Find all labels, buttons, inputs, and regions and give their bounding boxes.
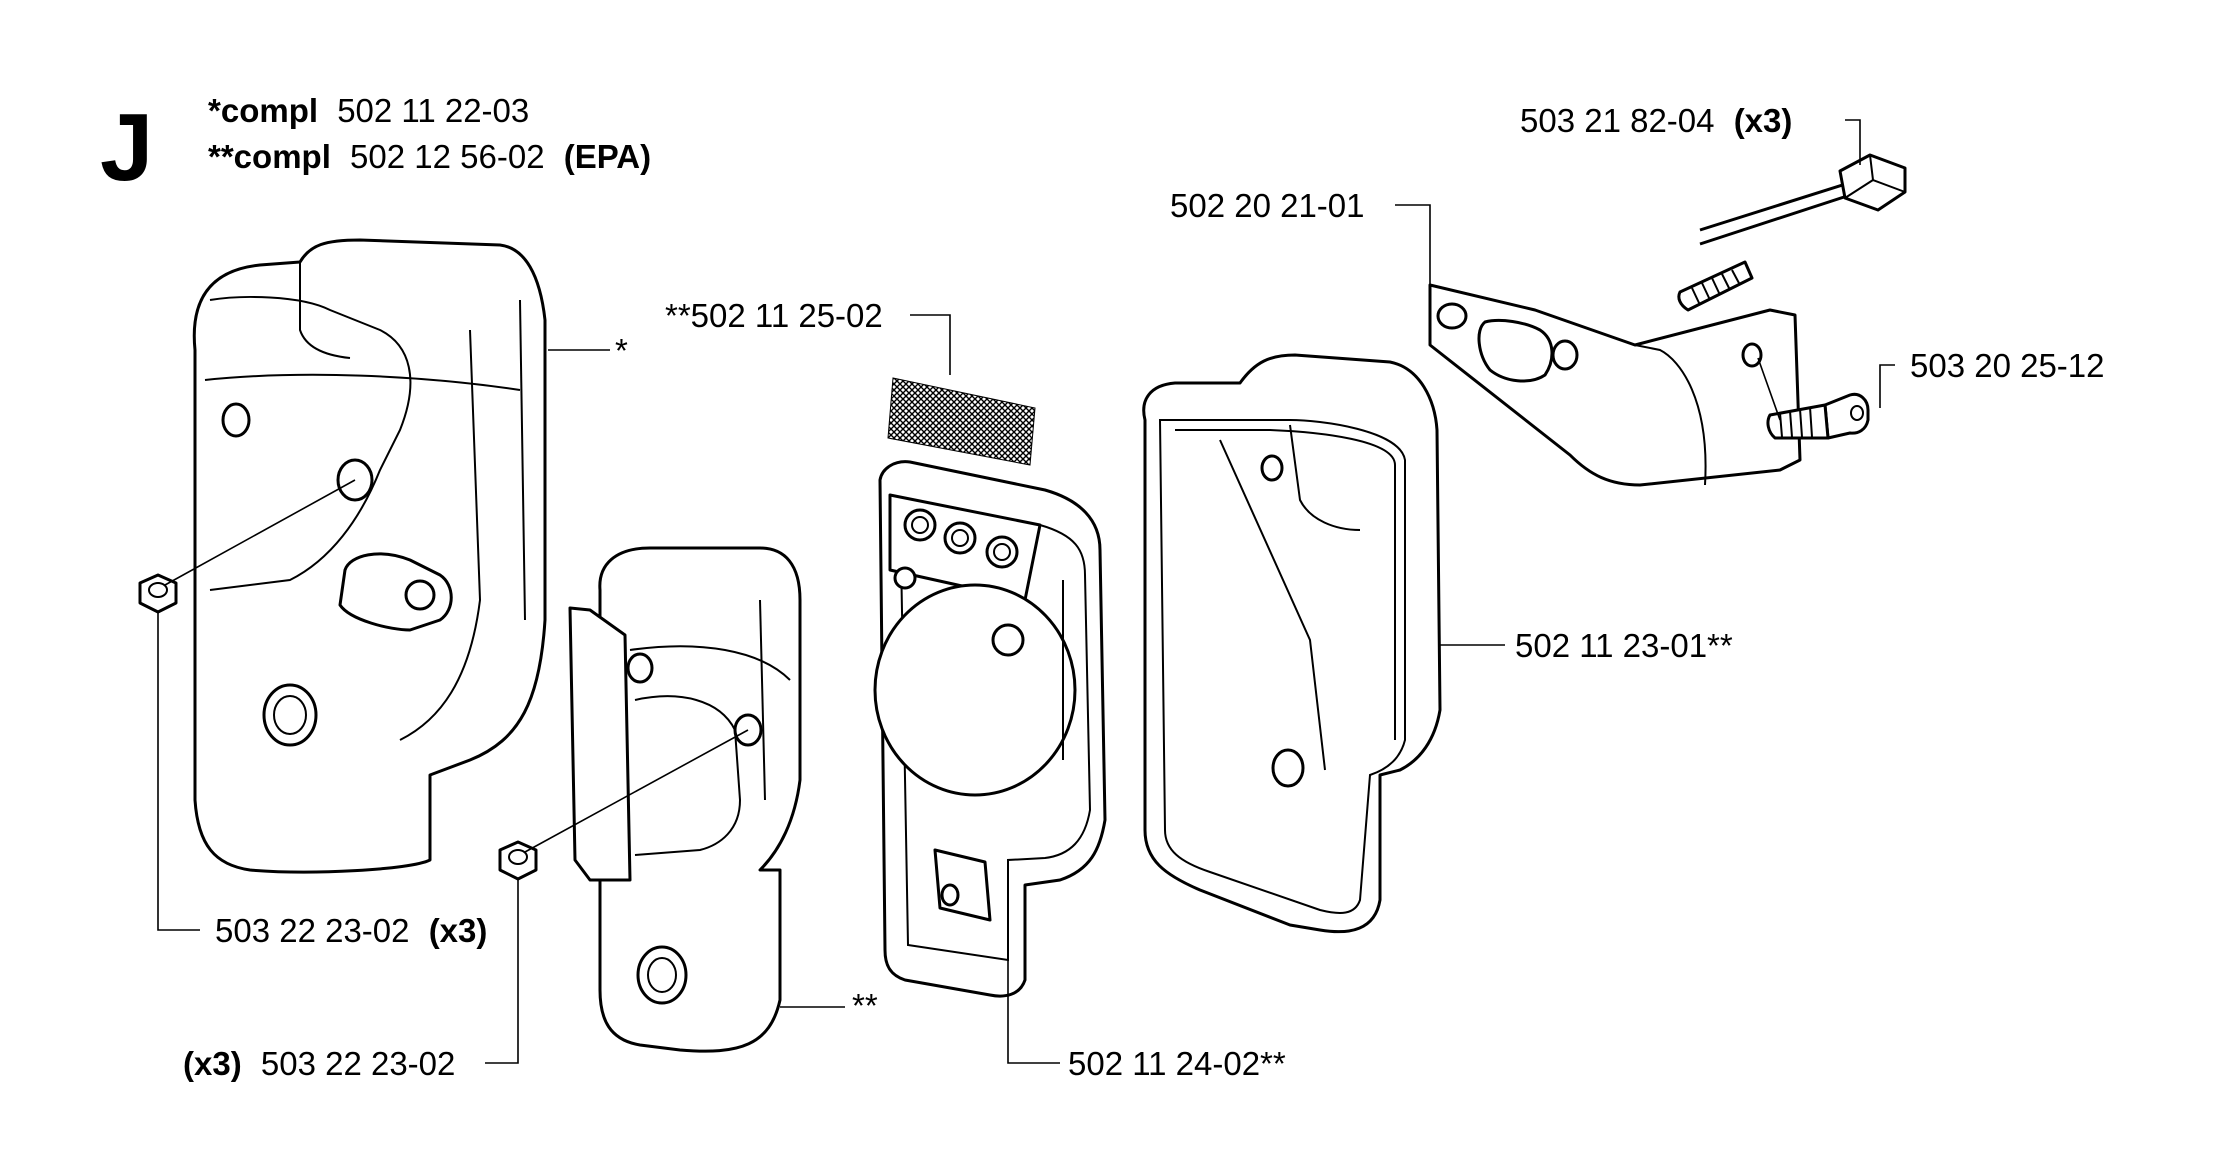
spark-arrestor-screen-part: [887, 377, 1036, 466]
header-line-1-prefix: *compl: [208, 92, 318, 129]
header-line-2-suffix: (EPA): [564, 138, 651, 175]
header-line-2-prefix: **compl: [208, 138, 331, 175]
section-letter: J: [100, 94, 153, 201]
header-line-1-number: 502 11 22-03: [337, 92, 529, 129]
mounting-bracket-part: [1428, 283, 1802, 487]
header-line-2-number: 502 12 56-02: [350, 138, 545, 175]
flange-nut-part-2: [498, 840, 538, 881]
flange-nut-part: [138, 573, 178, 614]
header-line-2: **compl 502 12 56-02 (EPA): [208, 138, 651, 175]
callout-nut-1: 503 22 23-02 (x3): [215, 912, 487, 949]
header-line-1: *compl 502 11 22-03: [208, 92, 529, 129]
callout-nut-2-qty: (x3): [183, 1045, 242, 1082]
leader-lines: [157, 119, 1895, 1064]
callout-nut-1-qty: (x3): [429, 912, 488, 949]
callout-nut-1-number: 503 22 23-02: [215, 912, 410, 949]
callout-cover-2: **: [852, 987, 878, 1024]
muffler-body-part: [1142, 353, 1442, 934]
callout-nut-2: (x3) 503 22 23-02: [183, 1045, 455, 1082]
callout-bolt-number: 503 21 82-04: [1520, 102, 1715, 139]
long-bolt-part: [1677, 153, 1907, 312]
callout-body: 502 11 23-01**: [1515, 627, 1733, 664]
callout-bolt-qty: (x3): [1734, 102, 1793, 139]
cap-screw-part: [1766, 392, 1870, 440]
muffler-cover-part: [192, 238, 547, 874]
callout-screen: **502 11 25-02: [665, 297, 883, 334]
baffle-plate-part: [873, 460, 1107, 998]
muffler-cover-epa-part: [568, 546, 802, 1053]
callout-cover-1: *: [615, 332, 628, 369]
callout-nut-2-number: 503 22 23-02: [261, 1045, 456, 1082]
callout-bracket: 502 20 21-01: [1170, 187, 1365, 224]
callout-bolt: 503 21 82-04 (x3): [1520, 102, 1792, 139]
callout-gasket: 502 11 24-02**: [1068, 1045, 1286, 1082]
bolt-thread: [1677, 260, 1754, 312]
callout-screw: 503 20 25-12: [1910, 347, 2105, 384]
